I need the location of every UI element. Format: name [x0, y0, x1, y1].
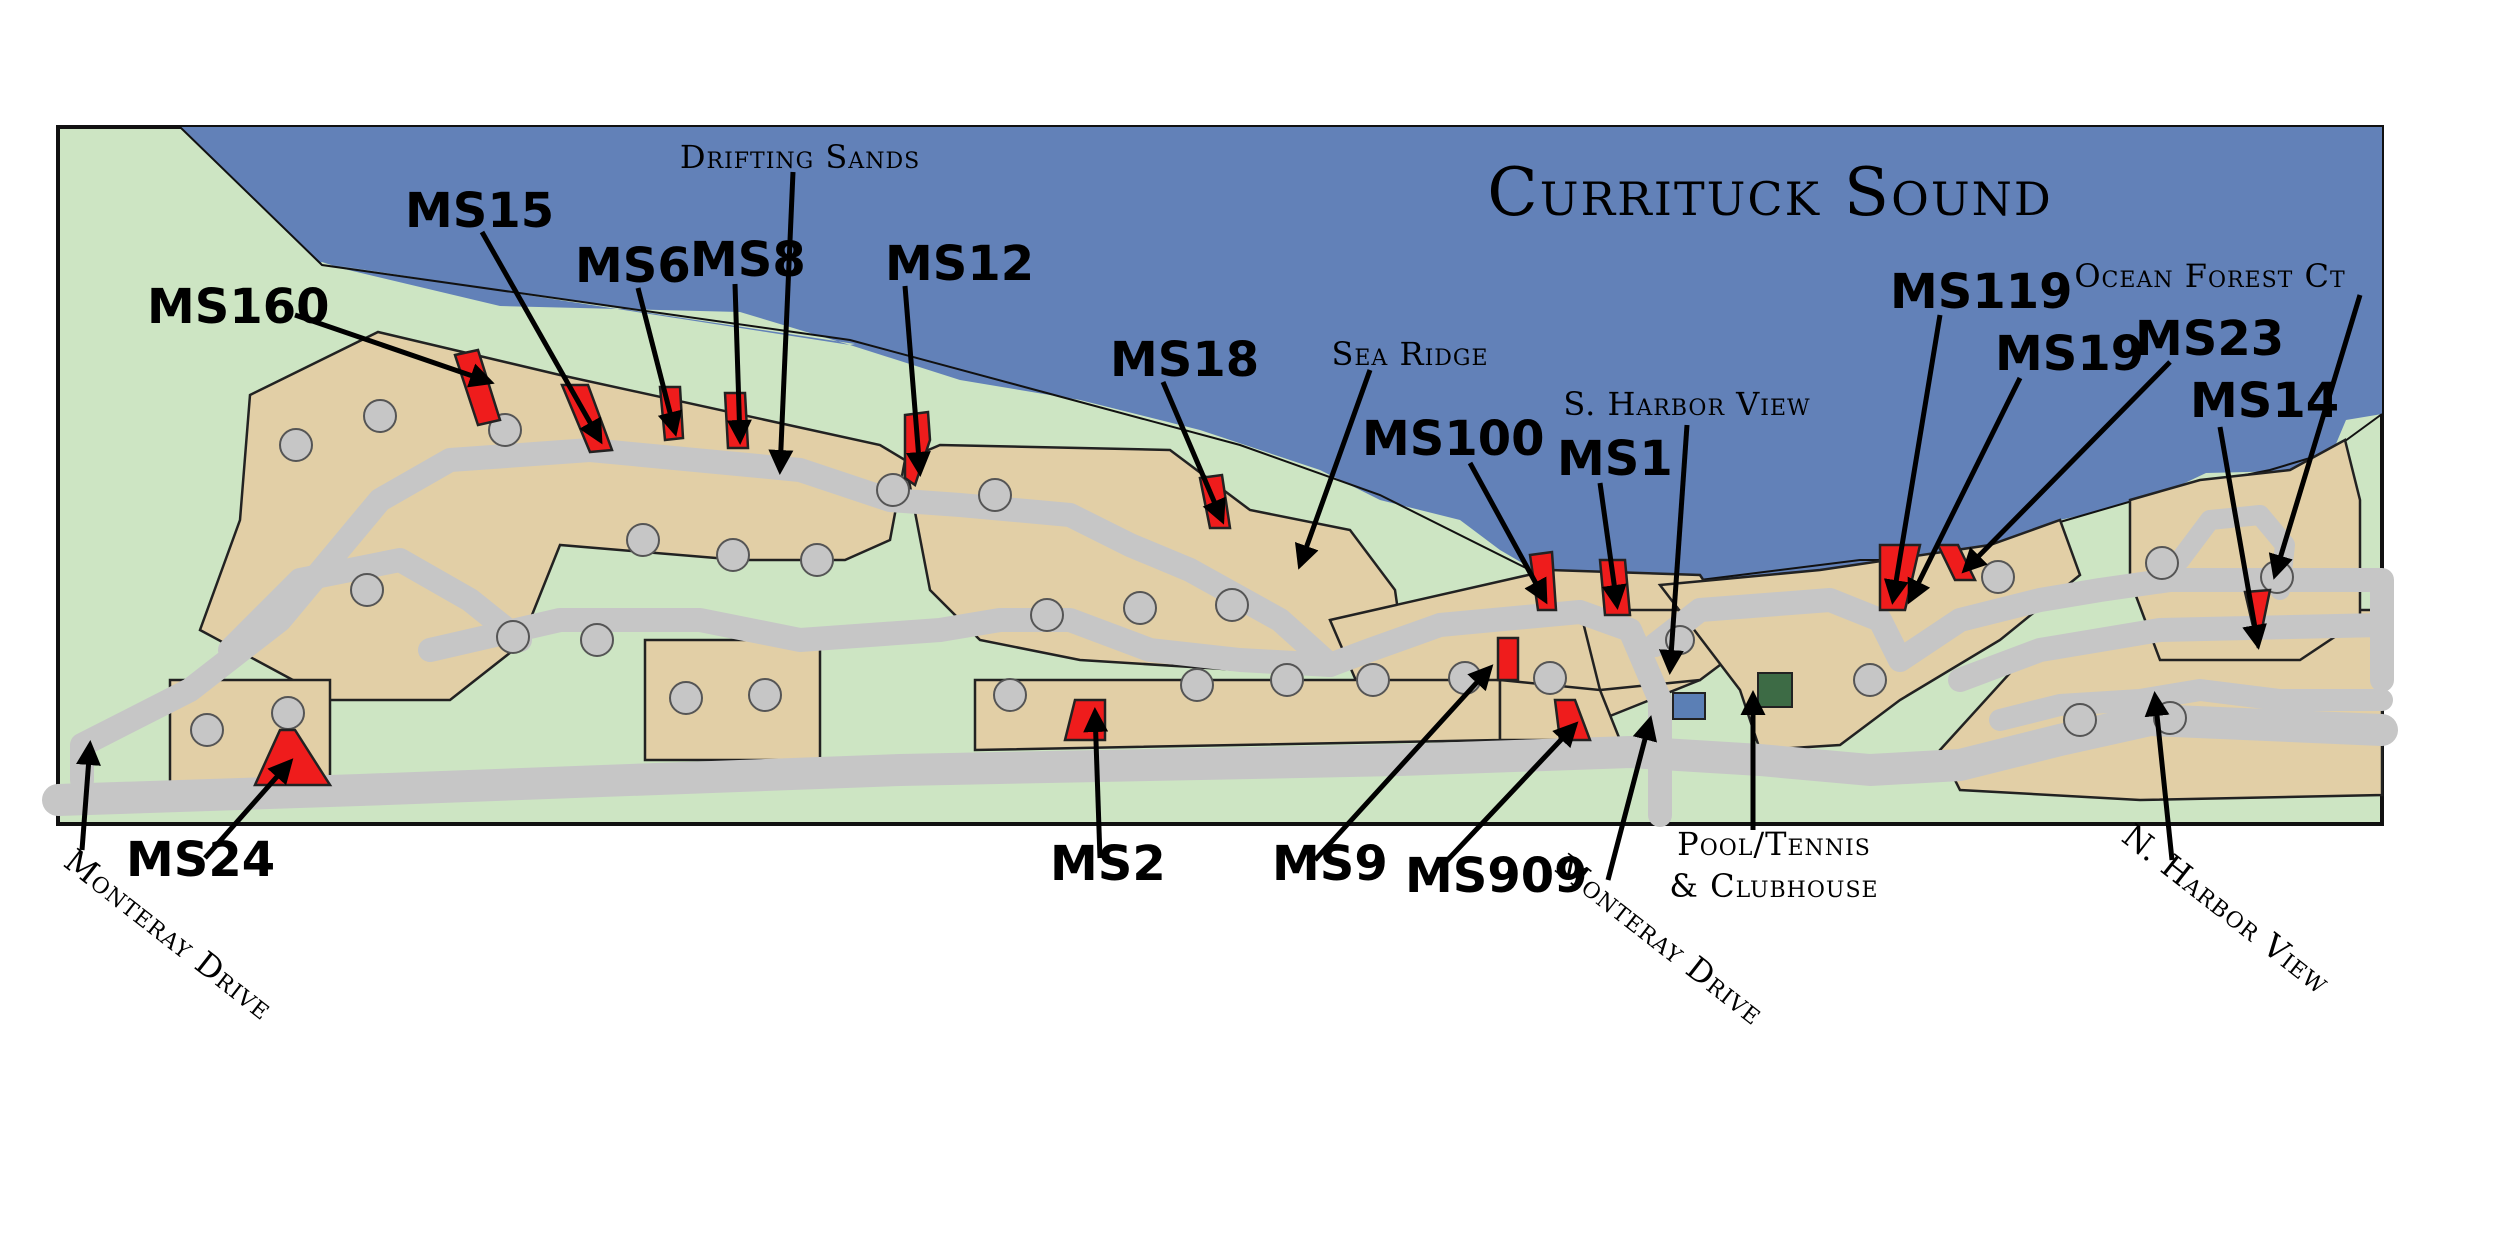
street-label-drifting-sands: Drifting Sands	[680, 138, 920, 176]
lot-label-ms15: MS15	[405, 183, 554, 239]
lot-label-ms119: MS119	[1890, 264, 2073, 320]
lot-label-ms160: MS160	[147, 279, 330, 335]
west-loop-road	[218, 548, 532, 662]
cul-de-sacs	[190, 399, 2294, 747]
lot-label-ms909: MS909	[1405, 848, 1588, 904]
street-label-n-harbor-view: N. Harbor View	[2115, 816, 2337, 1001]
lot-label-ms24: MS24	[126, 832, 275, 888]
ocean-forest-road	[1643, 568, 2394, 692]
n-harbor-view-road	[1989, 679, 2393, 731]
street-label-pool-line1: Pool/Tennis	[1677, 825, 1871, 863]
street-label-sea-ridge: Sea Ridge	[1331, 335, 1488, 373]
inner-loop-road	[418, 608, 1342, 677]
currituck-sound-water	[180, 127, 2382, 585]
lot-label-ms14: MS14	[2190, 373, 2339, 429]
lot-label-ms18: MS18	[1110, 332, 1259, 388]
pool-icon	[1672, 692, 1706, 720]
water-label: Currituck Sound	[1487, 154, 2053, 231]
tennis-court-icon	[1757, 672, 1793, 708]
street-label-ocean-forest-ct: Ocean Forest Ct	[2074, 257, 2345, 295]
harbor-road	[1948, 613, 2394, 692]
street-label-pool-line2: & Clubhouse	[1669, 867, 1878, 905]
lot-label-ms12: MS12	[885, 236, 1034, 292]
lot-label-ms2: MS2	[1050, 836, 1166, 892]
pointer-arrows	[76, 171, 2363, 881]
lot-label-ms6: MS6	[575, 238, 691, 294]
lot-label-ms19: MS19	[1995, 326, 2144, 382]
lot-label-ms100: MS100	[1362, 411, 1545, 467]
lot-block-ocean-forest	[2128, 438, 2362, 662]
lot-label-ms23: MS23	[2135, 311, 2284, 367]
lot-label-ms1: MS1	[1557, 431, 1673, 487]
street-label-s-harbor-view: S. Harbor View	[1563, 385, 1810, 423]
